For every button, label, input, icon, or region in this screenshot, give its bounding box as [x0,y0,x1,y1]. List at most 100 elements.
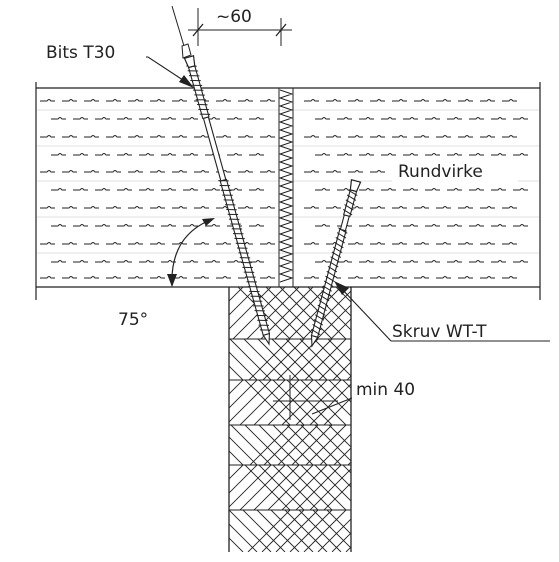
grain-dash [403,188,418,191]
grain-dash [161,224,176,227]
grain-dash [161,188,176,191]
hatch-line [281,465,328,510]
grain-dash [139,188,154,191]
grain-dash [491,224,506,227]
hatch-line [326,510,351,535]
grain-dash [260,242,275,245]
lamella-band [229,425,351,465]
hatch-line [229,287,244,302]
hatch-line [277,425,319,465]
grain-dash [216,242,231,245]
hatch-line [323,397,351,425]
hatch-line [307,287,351,331]
angle-arrow-bottom [167,274,177,287]
grain-dash [304,99,319,102]
lamella-band [229,465,430,510]
grain-dash [326,135,341,138]
grain-dash [436,206,451,209]
grain-dash [348,206,363,209]
grain-dash [337,153,352,156]
thread-turn [321,290,331,297]
hatch-line [263,425,305,465]
grain-dash [359,153,374,156]
grain-dash [480,99,495,102]
grain-dash [414,206,429,209]
hatch-line [271,339,314,380]
grain-dash [315,260,330,263]
hatch-line [265,287,319,339]
hatch-line [262,339,305,380]
grain-dash [205,260,220,263]
min-depth-label: min 40 [356,380,415,400]
hatch-line [328,465,351,488]
hatch-line [285,339,328,380]
round-timber-beam [35,82,541,300]
thread-turn [326,270,336,278]
lamella-hatch [229,287,430,552]
grain-dash [348,242,363,245]
timber-label: Rundvirke [398,162,483,182]
grain-dash [172,170,187,173]
hatch-line [229,450,244,465]
grain-dash [183,153,198,156]
hatch-line [286,425,328,465]
grain-dash [458,276,473,279]
hatch-line [261,510,305,552]
hatch-line [300,425,342,465]
grain-dash [150,206,165,209]
hatch-line [229,464,230,465]
hatch-line [276,339,319,380]
grain-dash [106,170,121,173]
grain-dash [458,135,473,138]
grain-dash [502,135,517,138]
hatch-line [385,465,430,510]
screw-left-inclined [171,5,271,346]
grain-dash [315,117,330,120]
hatch-line [248,339,291,380]
grain-dash [227,153,242,156]
grain-dash [260,170,275,173]
timber-label-bg [392,156,518,184]
hatch-line [302,290,351,339]
grain-dash [117,260,132,263]
grain-dash [447,224,462,227]
grain-dash [40,276,55,279]
hatch-line [244,380,291,425]
hatch-line [331,532,351,552]
screw-thread-upper [187,65,210,120]
hatch-line [272,425,314,465]
angle-arrow-top [202,218,215,226]
grain-dash [315,224,330,227]
grain-dash [513,117,528,120]
hatch-line [229,551,230,552]
hatch-line [323,482,351,510]
grain-dash [480,206,495,209]
hatch-line [258,380,305,425]
grain-dash [205,188,220,191]
grain-dash [73,117,88,120]
grain-dash [326,170,341,173]
grain-dash [458,206,473,209]
hatch-line [244,425,286,465]
hatch-line [256,510,300,552]
thread-turn [327,266,338,273]
grain-dash [238,170,253,173]
grain-dash [117,153,132,156]
grain-dash [183,224,198,227]
grain-dash [315,153,330,156]
grain-dash [370,135,385,138]
hatch-line [316,304,351,339]
grain-dash [128,170,143,173]
angle-label: 75° [118,310,148,330]
grain-dash [502,99,517,102]
grain-dash [304,276,319,279]
grain-dash [447,260,462,263]
grain-dash [84,99,99,102]
thread-turn [320,295,330,302]
hatch-line [291,425,333,465]
grain-dash [480,276,495,279]
thread-turn [330,256,340,263]
grain-dash [117,224,132,227]
grain-dash [469,188,484,191]
grain-dash [62,135,77,138]
